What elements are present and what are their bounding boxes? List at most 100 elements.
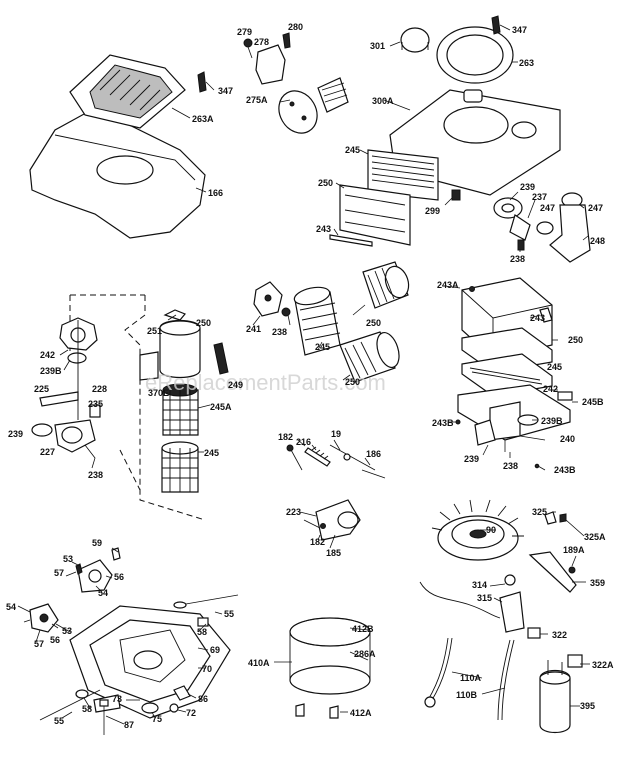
callout-227: 227 xyxy=(40,447,55,457)
callout-223: 223 xyxy=(286,507,301,517)
callout-325a: 325A xyxy=(584,532,606,542)
callout-247-right: 247 xyxy=(588,203,603,213)
callout-243a-right: 243A xyxy=(437,280,459,290)
callout-325: 325 xyxy=(532,507,547,517)
callout-275a: 275A xyxy=(246,95,268,105)
callout-90: 90 xyxy=(486,525,496,535)
callout-54-top: 54 xyxy=(98,588,108,598)
callout-395: 395 xyxy=(580,701,595,711)
callout-239b-left: 239B xyxy=(40,366,62,376)
callout-72: 72 xyxy=(186,708,196,718)
callout-250-mid-left: 250 xyxy=(196,318,211,328)
callout-243-right: 243 xyxy=(530,313,545,323)
callout-238-right: 238 xyxy=(503,461,518,471)
callout-239b-right: 239B xyxy=(541,416,563,426)
canister-group xyxy=(31,294,229,521)
callout-55-bottom: 55 xyxy=(54,716,64,726)
callout-19: 19 xyxy=(331,429,341,439)
callout-263a: 263A xyxy=(192,114,214,124)
callout-301: 301 xyxy=(370,41,385,51)
callout-238-mid: 238 xyxy=(272,327,287,337)
cartridge-group xyxy=(253,261,410,383)
callout-241: 241 xyxy=(246,324,261,334)
callout-347-top-left: 347 xyxy=(218,86,233,96)
callout-286a: 286A xyxy=(354,649,376,659)
callout-359: 359 xyxy=(590,578,605,588)
callout-322a: 322A xyxy=(592,660,614,670)
callout-185: 185 xyxy=(326,548,341,558)
callout-189a: 189A xyxy=(563,545,585,555)
callout-242-left: 242 xyxy=(40,350,55,360)
callout-300a: 300A xyxy=(372,96,394,106)
callout-245-mid: 245 xyxy=(315,342,330,352)
callout-243b-right: 243B xyxy=(554,465,576,475)
callout-315: 315 xyxy=(477,593,492,603)
callout-237: 237 xyxy=(532,192,547,202)
watermark-text: eReplacementParts.com xyxy=(145,370,386,395)
callout-53-top: 53 xyxy=(63,554,73,564)
callout-239-left: 239 xyxy=(8,429,23,439)
callout-279: 279 xyxy=(237,27,252,37)
callout-410a: 410A xyxy=(248,658,270,668)
base-group xyxy=(29,547,239,735)
callout-58-bottom: 58 xyxy=(82,704,92,714)
callout-70: 70 xyxy=(202,664,212,674)
callout-225: 225 xyxy=(34,384,49,394)
callout-55-top: 55 xyxy=(224,609,234,619)
callout-56-left: 56 xyxy=(50,635,60,645)
gasket-group xyxy=(289,617,371,719)
callout-240: 240 xyxy=(560,434,575,444)
callout-53-left: 53 xyxy=(62,626,72,636)
callout-182-top: 182 xyxy=(278,432,293,442)
callout-243b-left: 243B xyxy=(432,418,454,428)
elbow-group xyxy=(493,192,591,263)
callout-250-mid-bottom: 250 xyxy=(345,377,360,387)
callout-299: 299 xyxy=(425,206,440,216)
callout-166: 166 xyxy=(208,188,223,198)
callout-370e: 370E xyxy=(148,388,169,398)
callout-245b-right: 245B xyxy=(582,397,604,407)
callout-243-top: 243 xyxy=(316,224,331,234)
callout-59: 59 xyxy=(92,538,102,548)
callout-245-mid-left: 245 xyxy=(204,448,219,458)
callout-57-left: 57 xyxy=(34,639,44,649)
callout-280: 280 xyxy=(288,22,303,32)
callout-250-right: 250 xyxy=(568,335,583,345)
flywheel-group xyxy=(419,499,583,734)
callout-56-top: 56 xyxy=(114,572,124,582)
callout-228: 228 xyxy=(92,384,107,394)
callout-73: 73 xyxy=(112,694,122,704)
callout-242-right: 242 xyxy=(543,384,558,394)
callout-263: 263 xyxy=(519,58,534,68)
filter-cover-group xyxy=(329,149,461,247)
bracket-hardware xyxy=(243,32,349,134)
callout-412a: 412A xyxy=(350,708,372,718)
callout-110b: 110B xyxy=(456,690,478,700)
callout-57-top: 57 xyxy=(54,568,64,578)
callout-54-left: 54 xyxy=(6,602,16,612)
callout-87: 87 xyxy=(124,720,134,730)
callout-245-right: 245 xyxy=(547,362,562,372)
panel-filter-group xyxy=(455,277,573,469)
callout-58-top: 58 xyxy=(197,627,207,637)
callout-247-left: 247 xyxy=(540,203,555,213)
shroud-assembly xyxy=(29,54,207,239)
callout-250-top: 250 xyxy=(318,178,333,188)
callout-238-left: 238 xyxy=(88,470,103,480)
callout-239-top: 239 xyxy=(520,182,535,192)
callout-412b: 412B xyxy=(352,624,374,634)
callout-245-top: 245 xyxy=(345,145,360,155)
callout-238-top: 238 xyxy=(510,254,525,264)
callout-347-top-right: 347 xyxy=(512,25,527,35)
callout-69: 69 xyxy=(210,645,220,655)
linkage-group xyxy=(286,444,386,541)
callout-182-bottom: 182 xyxy=(310,537,325,547)
callout-216: 216 xyxy=(296,437,311,447)
callout-labels: 347 263A 166 279 278 280 275A 301 347 26… xyxy=(6,22,614,730)
callout-239-right: 239 xyxy=(464,454,479,464)
callout-314: 314 xyxy=(472,580,487,590)
callout-245a: 245A xyxy=(210,402,232,412)
callout-110a: 110A xyxy=(460,673,482,683)
